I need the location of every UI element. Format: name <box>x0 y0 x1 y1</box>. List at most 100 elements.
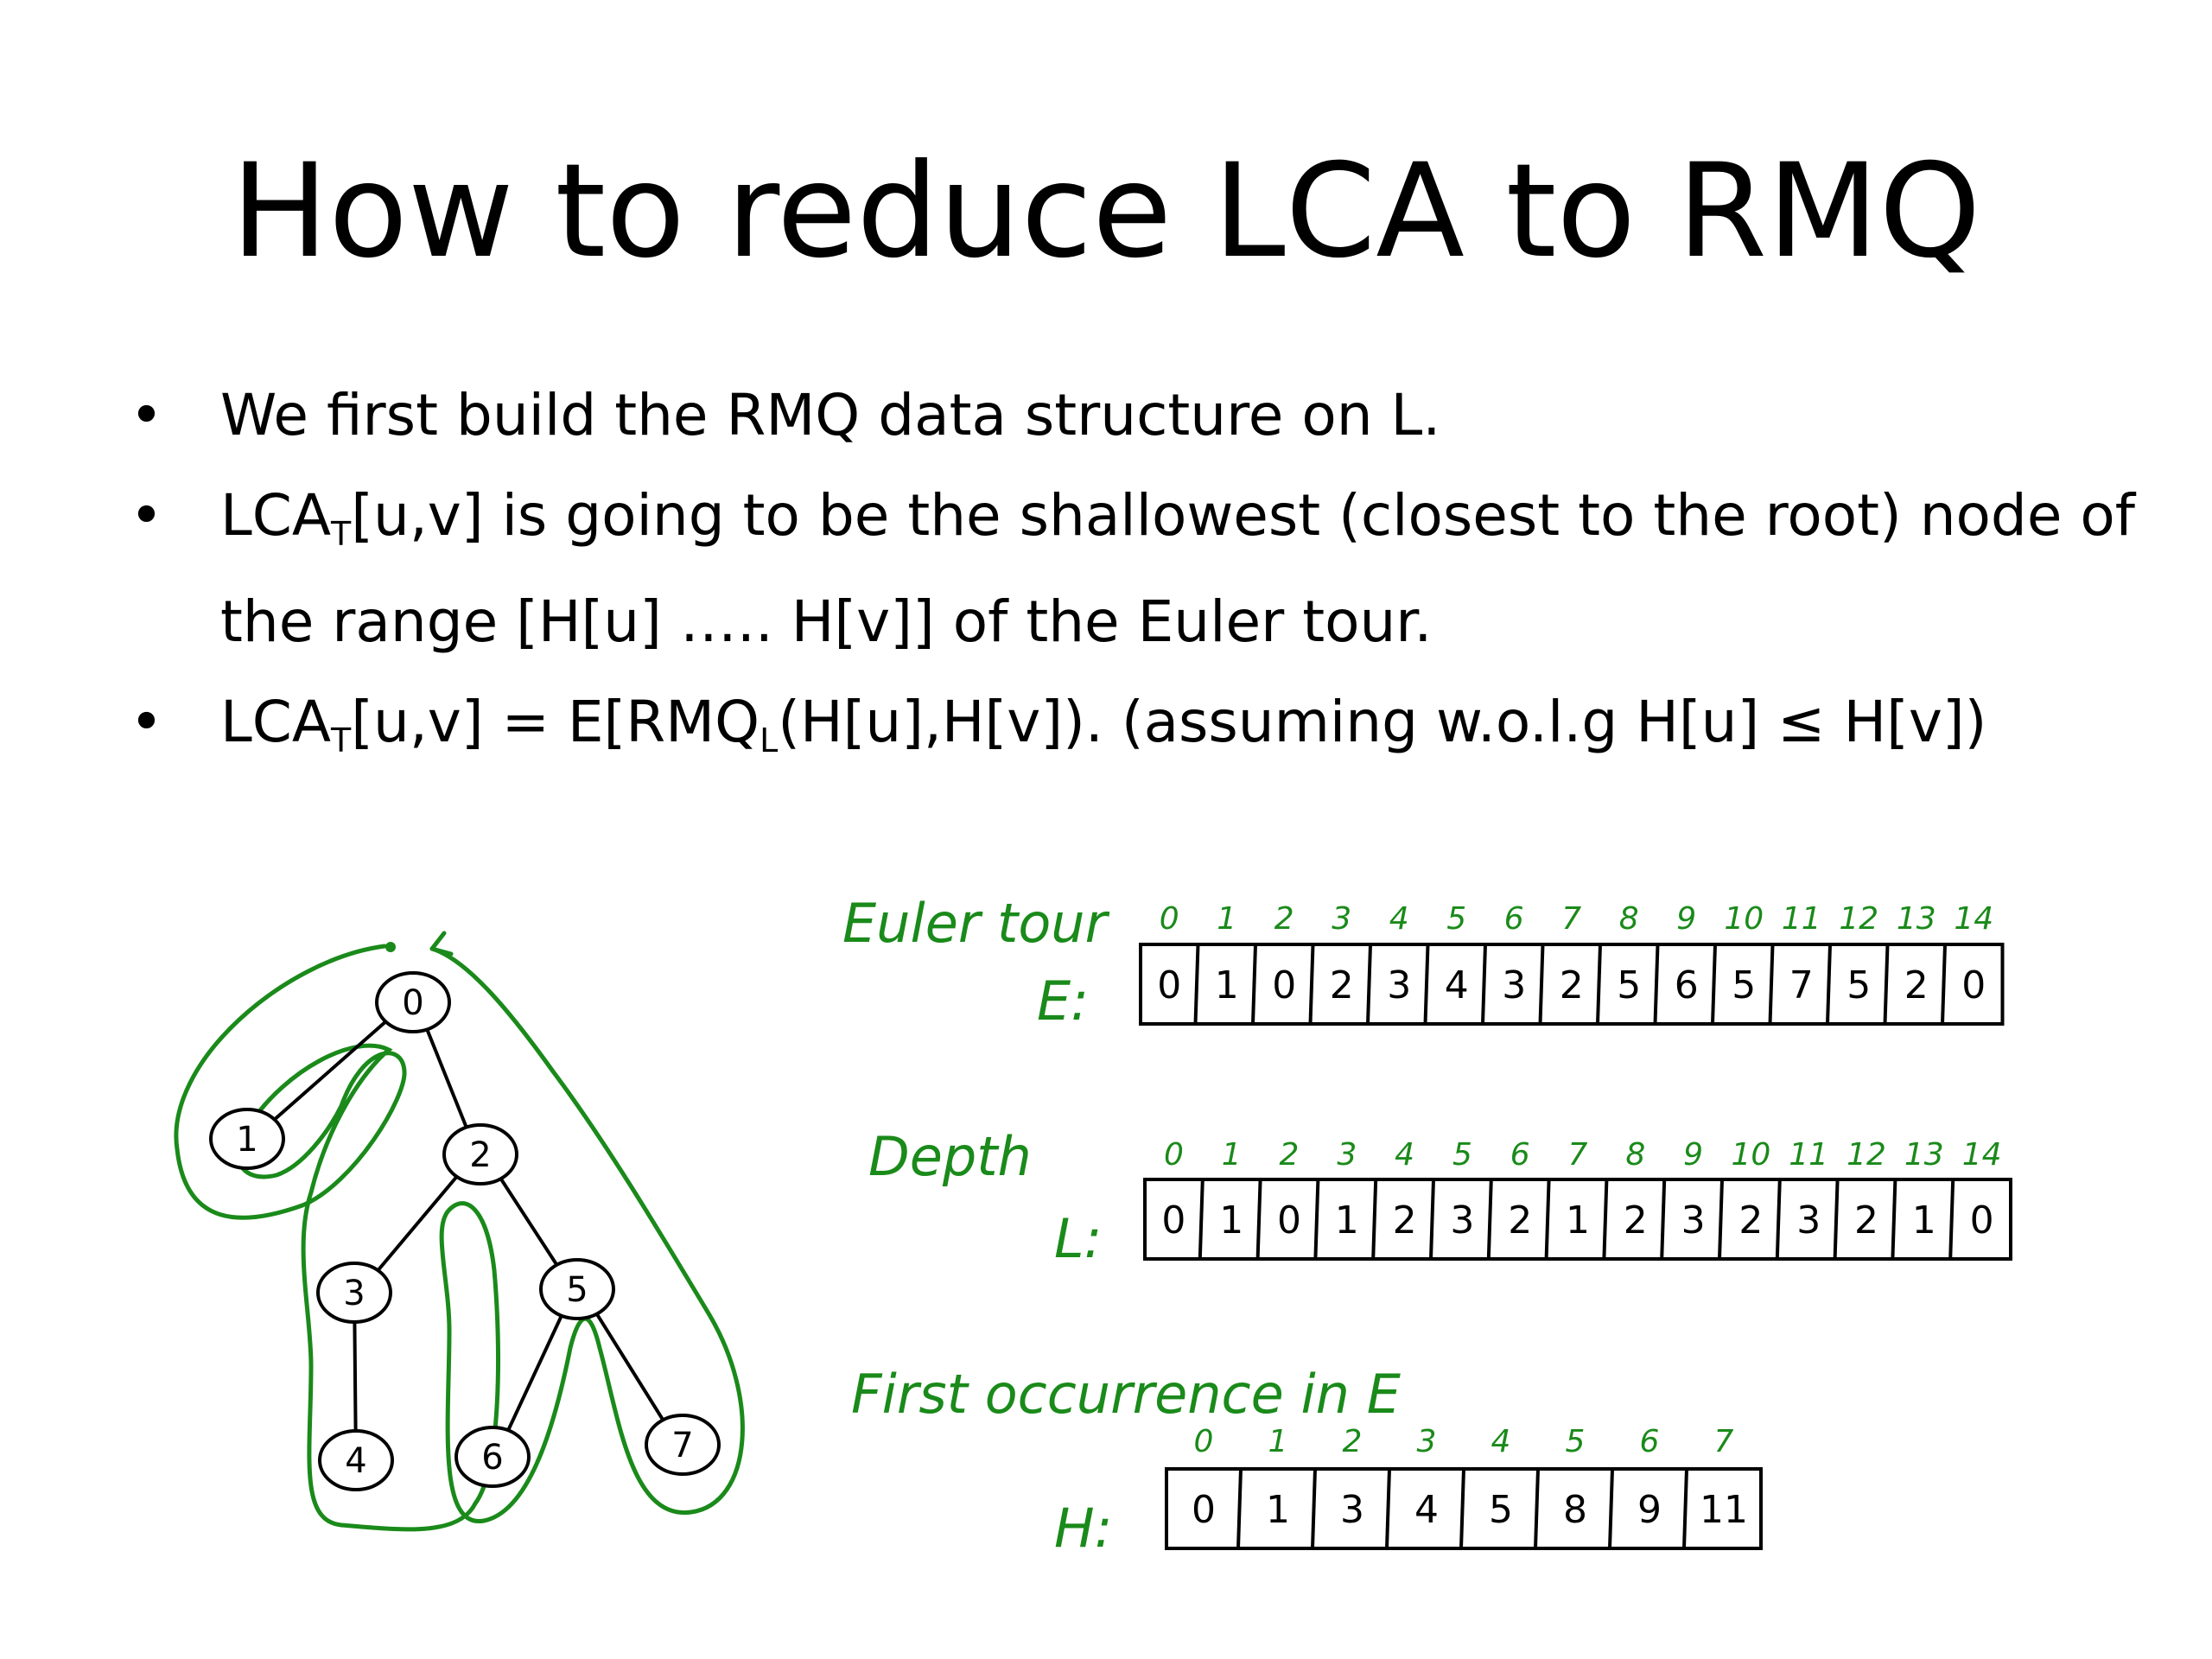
bullet-text: [u,v] is going to be the shallowest (clo… <box>220 482 2136 655</box>
bullet-glyph: • <box>130 689 163 755</box>
euler-start-dot <box>385 942 396 952</box>
array-cell-divider <box>1371 1179 1378 1260</box>
array-cell-divider <box>1833 1179 1840 1260</box>
array-cell-value: 1 <box>1912 1198 1936 1243</box>
array-caption: First occurrence in E <box>851 1363 1402 1426</box>
array-index-label: 2 <box>1343 1424 1363 1459</box>
bullet-text-lca: LCA <box>220 482 332 549</box>
array-cell-divider <box>1236 1468 1243 1549</box>
array-cell-divider <box>1486 1179 1493 1260</box>
euler-tour-path <box>174 931 745 1532</box>
tree-node-circle <box>318 1429 394 1491</box>
array-index-label: 13 <box>1897 901 1936 937</box>
array-index-label: 12 <box>1847 1137 1886 1173</box>
tree-edge <box>375 1174 460 1273</box>
bullet-list: • We first build the RMQ data structure … <box>130 372 2186 797</box>
array-cell-divider <box>1775 1179 1782 1260</box>
array-cell-value: 0 <box>1192 1488 1216 1532</box>
bullet-glyph: • <box>130 482 163 549</box>
array-cell-value: 1 <box>1219 1198 1243 1243</box>
array-cell-divider <box>1682 1468 1688 1549</box>
array-cell-value: 1 <box>1335 1198 1359 1243</box>
tree-edge <box>499 1176 559 1268</box>
array-cell-value: 3 <box>1340 1488 1364 1532</box>
tree-node-circle <box>375 971 451 1033</box>
array-caption: Euler tour <box>842 892 1110 955</box>
array-name: E: <box>1037 969 1089 1033</box>
array-cell-divider <box>1311 1468 1317 1549</box>
array-cell-divider <box>1538 944 1545 1025</box>
tree-node: 4 <box>318 1429 394 1491</box>
array-index-label: 5 <box>1566 1424 1586 1459</box>
array-cell-divider <box>1768 944 1775 1025</box>
array-cell-divider <box>1534 1468 1540 1549</box>
tree-edge <box>425 1027 468 1129</box>
subscript-t: T <box>331 721 352 760</box>
array-cell-divider <box>1308 944 1315 1025</box>
array-caption: Depth <box>868 1125 1032 1188</box>
array-index-label: 8 <box>1625 1137 1645 1173</box>
array-index-label: 8 <box>1619 901 1639 937</box>
tree-node-circle <box>539 1258 615 1320</box>
array-cell-divider <box>1608 1468 1614 1549</box>
bullet-text: We first build the RMQ data structure on… <box>220 382 1441 448</box>
array-cell-value: 9 <box>1637 1488 1662 1532</box>
array-cell-divider <box>1883 944 1890 1025</box>
array-cell-divider <box>1941 944 1947 1025</box>
tree-node-circle <box>645 1414 721 1476</box>
array-cell-value: 3 <box>1796 1198 1821 1243</box>
tree-node-circle <box>442 1123 518 1185</box>
array-cell-value: 8 <box>1563 1488 1587 1532</box>
array-cell-value: 0 <box>1157 963 1181 1007</box>
tree-node: 6 <box>454 1426 531 1488</box>
array-name: L: <box>1054 1207 1102 1270</box>
array-cell-divider <box>1251 944 1257 1025</box>
array-cell-value: 3 <box>1387 963 1411 1007</box>
tree-node-label: 0 <box>402 983 423 1023</box>
array-cell-value: 5 <box>1617 963 1641 1007</box>
bullet-item: • LCAT[u,v] is going to be the shallowes… <box>130 472 2186 666</box>
tree-node: 2 <box>442 1123 518 1185</box>
array-index-label: 4 <box>1491 1424 1511 1459</box>
bullet-glyph: • <box>130 382 163 448</box>
array-index-label: 10 <box>1724 901 1764 937</box>
array-name: H: <box>1054 1497 1113 1560</box>
array-index-label: 0 <box>1164 1137 1184 1173</box>
array-index-label: 7 <box>1714 1424 1734 1459</box>
tree-edge <box>594 1312 665 1422</box>
array-cell-value: 0 <box>1161 1198 1185 1243</box>
array-index-label: 10 <box>1731 1137 1770 1173</box>
array-index-label: 3 <box>1417 1424 1437 1459</box>
tree-node-label: 2 <box>469 1135 491 1175</box>
array-cell-divider <box>1385 1468 1391 1549</box>
array-index-label: 9 <box>1676 901 1696 937</box>
array-cell-value: 2 <box>1738 1198 1763 1243</box>
array-index-label: 6 <box>1504 901 1524 937</box>
array-cell-value: 3 <box>1681 1198 1706 1243</box>
array-cell-divider <box>1602 1179 1609 1260</box>
array-index-label: 14 <box>1954 901 1993 937</box>
array-box <box>1139 943 2005 1026</box>
array-cell-divider <box>1193 944 1200 1025</box>
array-index-label: 5 <box>1452 1137 1472 1173</box>
array-cell-value: 2 <box>1393 1198 1417 1243</box>
array-cell-value: 5 <box>1847 963 1871 1007</box>
tree-node-label: 5 <box>566 1270 588 1310</box>
tree-node: 0 <box>375 971 451 1033</box>
slide-title: How to reduce LCA to RMQ <box>231 137 1981 287</box>
array-cell-value: 3 <box>1450 1198 1474 1243</box>
array-index-label: 0 <box>1194 1424 1214 1459</box>
array-cell-divider <box>1481 944 1487 1025</box>
array-cell-divider <box>1544 1179 1551 1260</box>
tree-node: 7 <box>645 1414 721 1476</box>
array-cell-divider <box>1826 944 1832 1025</box>
array-cell-value: 2 <box>1330 963 1354 1007</box>
array-cell-divider <box>1423 944 1430 1025</box>
array-index-label: 11 <box>1782 901 1821 937</box>
array-cell-value: 0 <box>1272 963 1296 1007</box>
tree-edge <box>505 1313 564 1433</box>
